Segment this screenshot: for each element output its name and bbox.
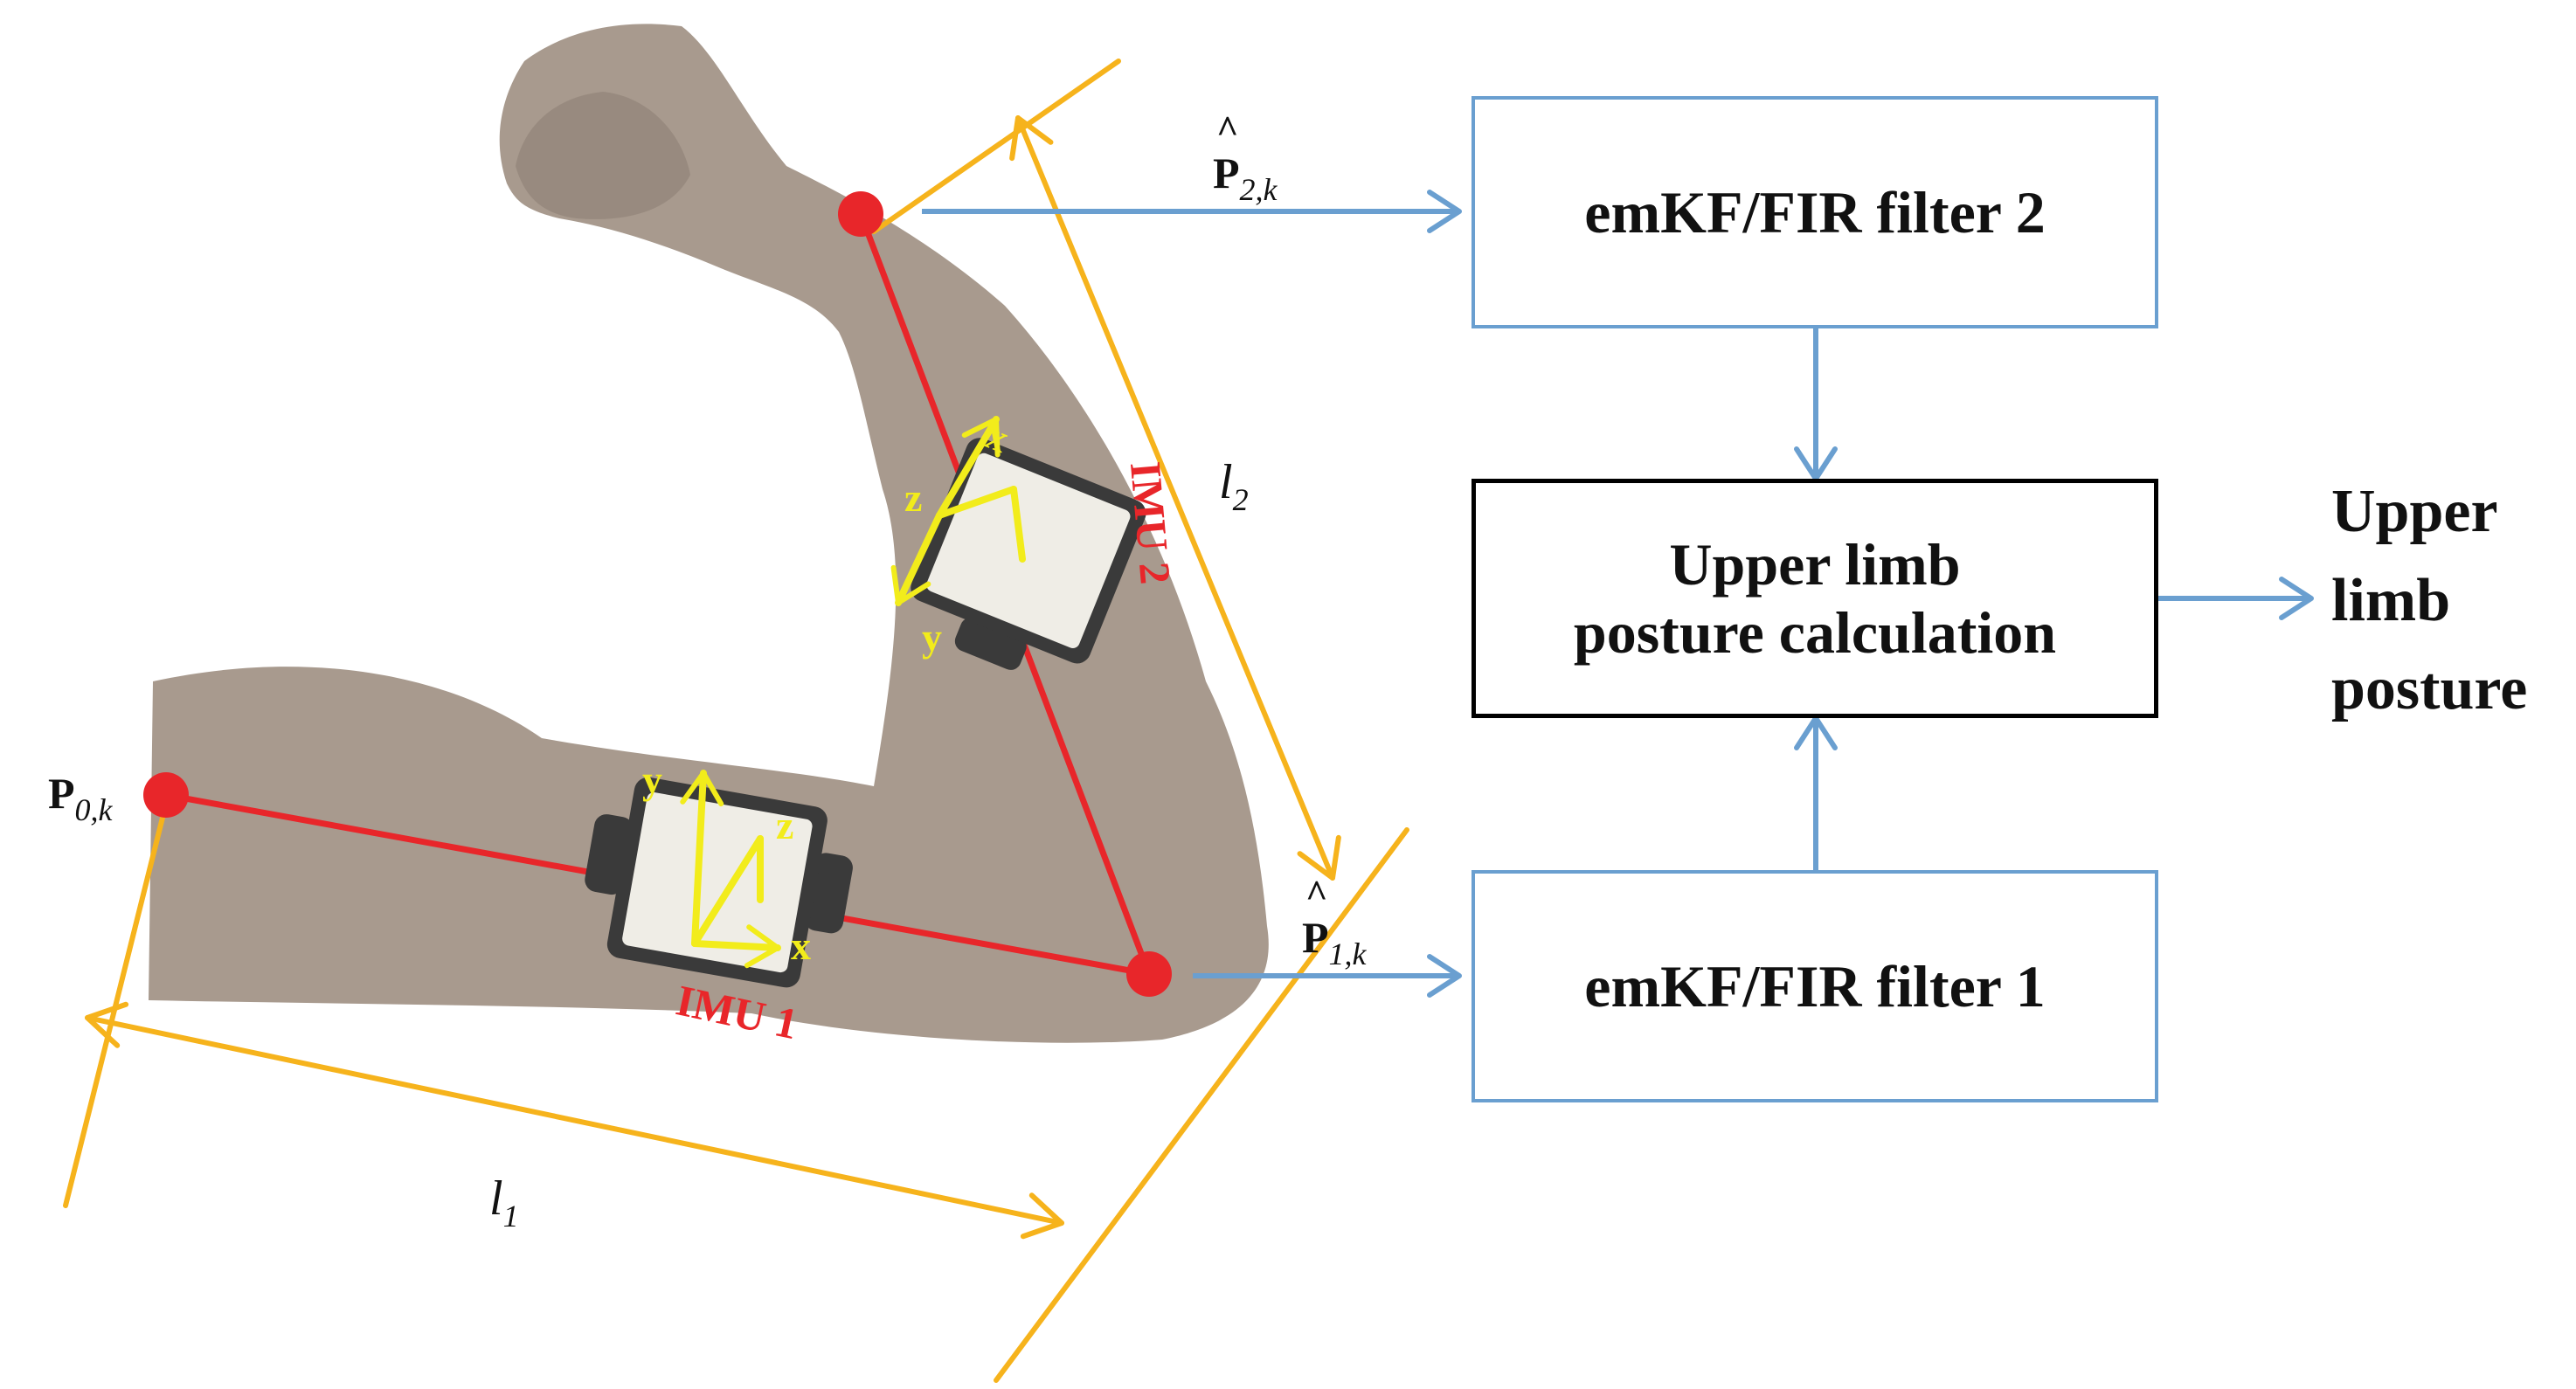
label-imu1-z: z xyxy=(776,803,793,847)
flow-filter1-to-calc-head xyxy=(1794,715,1838,750)
imu2-axis-z xyxy=(936,486,1017,519)
label-l2-sub: 2 xyxy=(1233,482,1249,517)
flow-arrows xyxy=(922,190,2314,998)
label-p0-base: P xyxy=(48,769,75,818)
filter2-box: emKF/FIR filter 2 xyxy=(1472,96,2158,328)
imu2-axis-x-head xyxy=(961,417,1001,458)
label-p1: P1,k xyxy=(1302,913,1368,971)
label-l1-sub: 1 xyxy=(503,1199,519,1234)
label-imu2-y: y xyxy=(922,615,942,660)
label-p1-sub: 1,k xyxy=(1329,936,1368,971)
joint-shoulder xyxy=(143,772,189,818)
dim-arrow-l1-head-start xyxy=(85,1001,129,1048)
filter2-label: emKF/FIR filter 2 xyxy=(1584,178,2046,245)
tick-shoulder xyxy=(63,784,173,1208)
flow-calc-to-output-head xyxy=(2279,577,2314,620)
label-imu2: IMU 2 xyxy=(1121,460,1181,586)
calc-label-line2: posture calculation xyxy=(1573,599,2057,666)
label-p1-base: P xyxy=(1302,913,1329,962)
imu2-axis-z2 xyxy=(1010,486,1026,563)
label-imu1-x: x xyxy=(791,923,811,968)
label-imu1-y: y xyxy=(642,757,662,802)
flow-p1-to-filter1-head xyxy=(1427,954,1462,998)
label-p2-base: P xyxy=(1213,149,1240,197)
dim-arrow-l1 xyxy=(85,1015,1064,1226)
label-imu2-z: z xyxy=(904,475,922,520)
output-line2: limb xyxy=(2331,566,2451,634)
joint-wrist xyxy=(838,191,883,237)
imu1-axis-y xyxy=(691,770,707,947)
imu1-device xyxy=(585,777,853,988)
filter1-box: emKF/FIR filter 1 xyxy=(1472,870,2158,1102)
label-p0-sub: 0,k xyxy=(75,792,114,827)
output-line3: posture xyxy=(2331,655,2528,722)
imu1-axes xyxy=(680,770,781,969)
dim-arrow-l1-head-end xyxy=(1020,1192,1064,1240)
dim-arrow-l2-head-start xyxy=(1009,115,1054,162)
filter1-label: emKF/FIR filter 1 xyxy=(1584,952,2046,1019)
imu1-axis-x-head xyxy=(744,924,780,969)
tick-elbow xyxy=(994,827,1409,1383)
imu2-axis-y-head xyxy=(890,564,931,605)
imu2-axis-y xyxy=(895,512,943,606)
output-line1: Upper xyxy=(2331,478,2498,545)
fist-shade xyxy=(516,92,690,219)
figure-labels: IMU 1 IMU 2 x y z x y z P0,k P1,k ^ P2,k… xyxy=(48,108,1368,1234)
label-p2-sub: 2,k xyxy=(1240,172,1278,207)
imu2-axes xyxy=(890,416,1026,606)
posture-calculation-box: Upper limb posture calculation xyxy=(1472,479,2158,718)
label-p2-hat: ^ xyxy=(1216,108,1239,151)
label-l1: l1 xyxy=(489,1171,519,1234)
dimension-lines xyxy=(63,59,1409,1383)
dim-arrow-l2-head-end xyxy=(1297,834,1341,881)
joint-markers xyxy=(143,191,1172,997)
imu2-axis-x xyxy=(936,416,1000,519)
calc-label-line1: Upper limb xyxy=(1669,530,1961,598)
imu1-axis-x xyxy=(691,940,781,951)
arm-silhouette xyxy=(149,24,1269,1043)
dim-arrow-l2 xyxy=(1015,115,1335,881)
flow-p2-to-filter2-head xyxy=(1427,190,1462,233)
label-l2: l2 xyxy=(1219,455,1249,517)
output-label: Upper limb posture xyxy=(2331,467,2527,734)
label-p2: P2,k xyxy=(1213,149,1278,207)
label-l1-base: l xyxy=(489,1171,503,1226)
imu1-axis-z xyxy=(691,835,764,947)
label-p0: P0,k xyxy=(48,769,114,827)
tick-wrist xyxy=(871,59,1121,234)
imu1-axis-y-head xyxy=(680,771,724,807)
label-p1-hat: ^ xyxy=(1305,873,1328,916)
label-l2-base: l xyxy=(1219,455,1233,509)
joint-elbow xyxy=(1126,951,1172,997)
